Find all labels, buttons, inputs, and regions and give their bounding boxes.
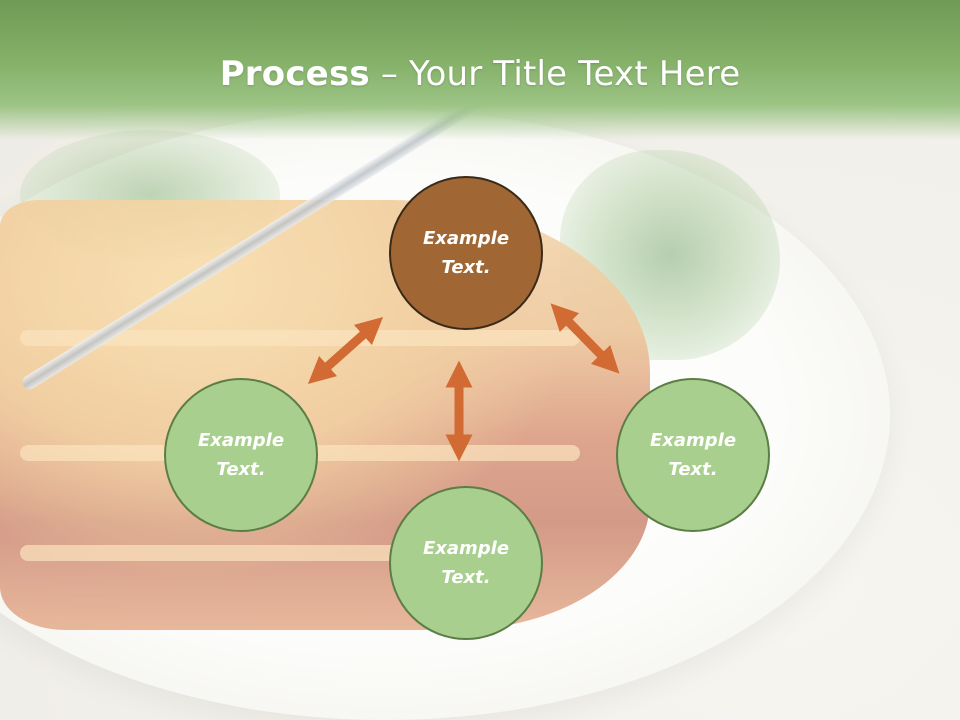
node-label: Example Text. [422,228,510,278]
pasta-layer [20,330,580,346]
process-node-bottom[interactable]: Example Text. [389,486,543,640]
title-bold: Process [219,54,370,94]
node-label: Example Text. [649,430,737,480]
process-node-right[interactable]: Example Text. [616,378,770,532]
header-band [0,0,960,140]
node-label: Example Text. [197,430,285,480]
process-node-left[interactable]: Example Text. [164,378,318,532]
node-label: Example Text. [422,538,510,588]
title-rest: – Your Title Text Here [369,54,741,94]
slide-title[interactable]: Process – Your Title Text Here [0,54,960,94]
arrow-top-left [307,317,384,384]
process-node-top[interactable]: Example Text. [389,176,543,330]
pasta-layer [20,545,500,561]
arrow-top-right [550,303,620,374]
